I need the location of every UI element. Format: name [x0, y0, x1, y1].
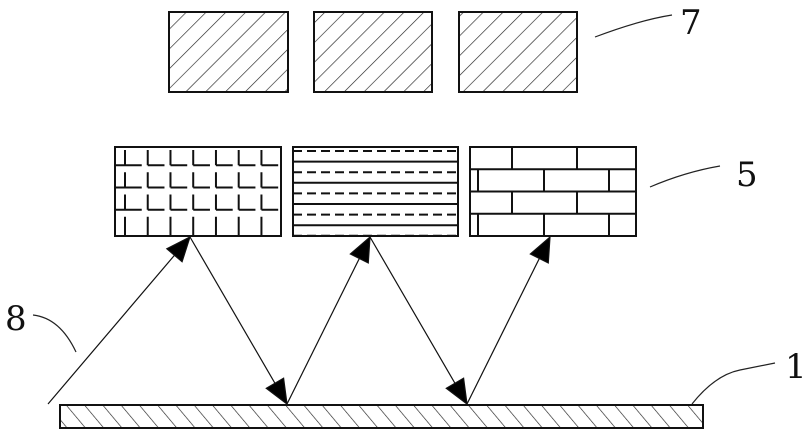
label-8: 8 — [5, 299, 27, 339]
arrowhead-icon — [266, 378, 287, 404]
leader-line-7 — [595, 15, 672, 37]
ray-segment — [370, 237, 467, 404]
label-7: 7 — [680, 3, 702, 43]
arrowhead-icon — [167, 237, 190, 262]
pattern-block-3 — [470, 147, 636, 236]
arrowhead-icon — [446, 378, 467, 404]
top-row-blocks — [169, 12, 577, 92]
leader-line-1 — [692, 363, 775, 404]
label-1: 1 — [785, 347, 807, 387]
label-5: 5 — [736, 155, 758, 195]
ray-segment — [467, 237, 550, 404]
ray-segment — [190, 237, 287, 404]
top-block-1 — [169, 12, 288, 92]
top-block-3 — [459, 12, 577, 92]
ray-segment — [287, 237, 370, 404]
top-block-2 — [314, 12, 432, 92]
pattern-block-1-border — [115, 147, 281, 236]
arrowhead-icon — [350, 237, 370, 263]
ray-segment — [48, 237, 190, 404]
leader-line-8 — [33, 315, 76, 352]
leader-line-5 — [650, 166, 720, 187]
arrowhead-icon — [530, 237, 550, 263]
ray-path — [48, 237, 550, 404]
pattern-block-2 — [293, 151, 458, 236]
middle-row-blocks — [113, 147, 636, 238]
substrate — [60, 405, 703, 428]
pattern-block-2-border — [293, 147, 458, 236]
pattern-block-1 — [113, 150, 301, 238]
